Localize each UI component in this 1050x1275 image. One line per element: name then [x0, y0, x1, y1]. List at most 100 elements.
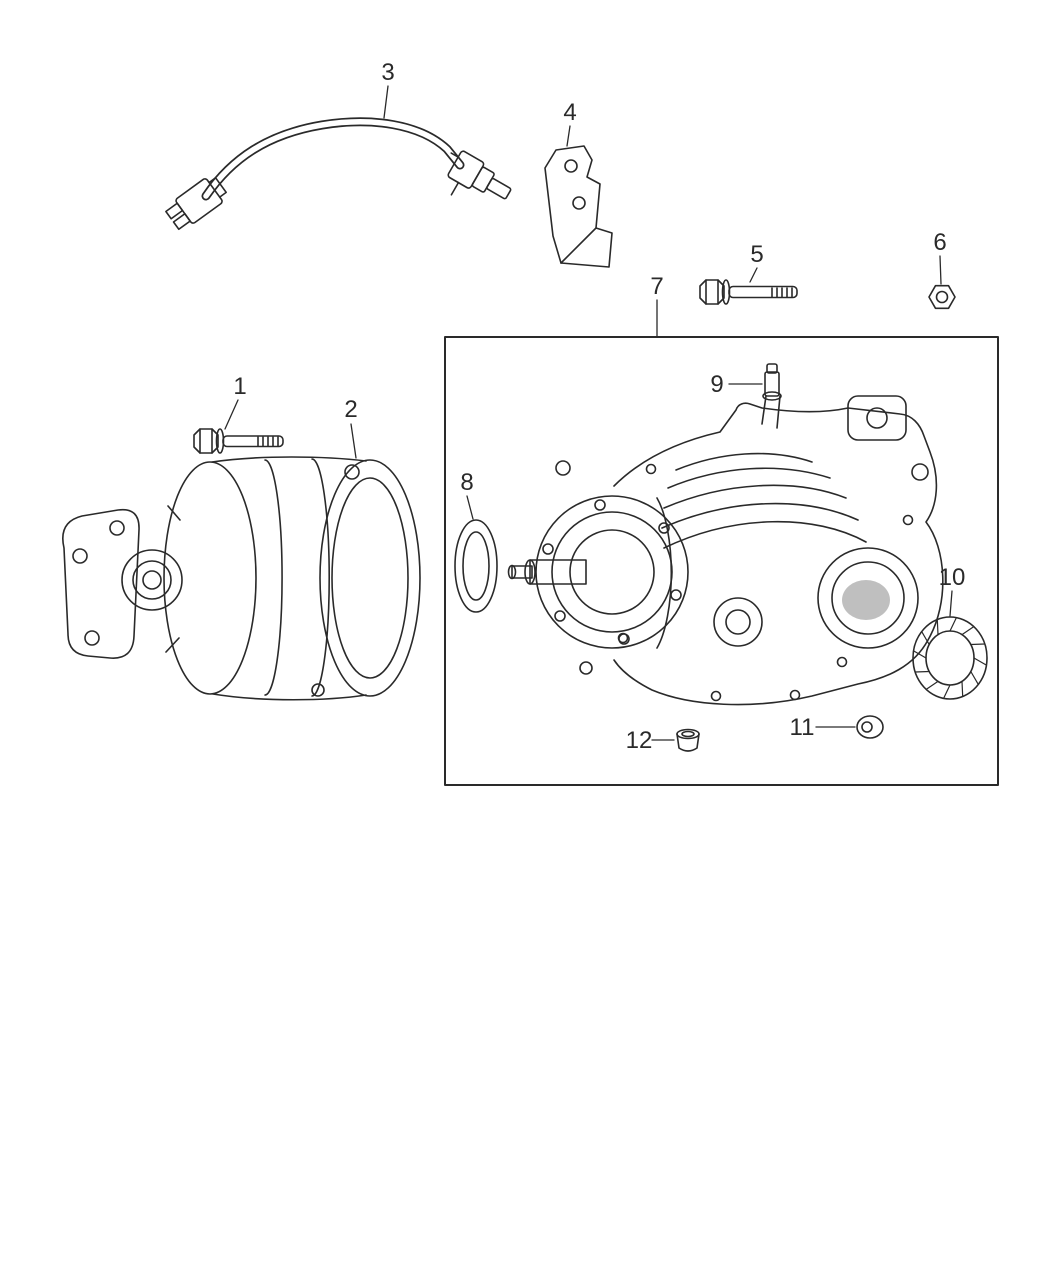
callout-labels: 1 2 3 4 5 6 7 8 9 10 11 12	[233, 59, 965, 754]
cover-bolt	[789, 689, 801, 701]
flange-bolt	[594, 499, 606, 511]
bolt-threads	[257, 436, 279, 447]
callout-12: 12	[626, 727, 653, 754]
coupling-body-top	[211, 456, 367, 463]
flange-ear-hole	[344, 464, 360, 480]
bolt-head	[193, 428, 219, 454]
flange-bolt	[554, 610, 566, 622]
housing-contour	[656, 497, 673, 649]
nut-bore	[935, 290, 949, 304]
mount-ear-hole	[911, 463, 929, 481]
harness-cable-inner	[203, 119, 463, 199]
bolt-head	[699, 279, 725, 305]
housing-rib	[663, 520, 867, 549]
vent-body	[764, 371, 780, 397]
bolt-shaft	[728, 285, 798, 299]
cover-bolt	[902, 514, 914, 526]
housing-silhouette	[613, 402, 944, 706]
housing-rib	[663, 484, 847, 509]
front-flange-ring	[551, 511, 673, 633]
seal-hatching	[913, 617, 987, 699]
callout-9: 9	[710, 371, 723, 398]
seal-outer	[912, 616, 988, 700]
seal-inner	[925, 630, 975, 686]
vent-cap	[766, 363, 778, 374]
mount-ear-hole	[866, 407, 888, 429]
bolt-shaft	[222, 435, 284, 448]
callout-10: 10	[939, 564, 966, 591]
callout-11: 11	[790, 714, 815, 741]
bracket-hole	[109, 520, 125, 536]
leader-6	[939, 255, 942, 285]
bracket-hole	[572, 196, 586, 210]
mounting-bracket	[544, 145, 613, 268]
gasket-seal	[454, 519, 498, 613]
coupling-assembly	[62, 456, 421, 701]
plug-body	[676, 733, 700, 752]
leader-2	[350, 423, 357, 459]
differential-assembly	[507, 395, 944, 706]
front-flange-outer	[535, 495, 689, 649]
housing-boss-center	[725, 609, 751, 635]
fill-plug	[676, 728, 700, 752]
diagram-linework	[62, 85, 999, 786]
output-bore-ring	[831, 561, 905, 635]
bracket-hole	[84, 630, 100, 646]
coupling-seam	[264, 459, 283, 696]
cover-bolt	[710, 690, 722, 702]
bolt-1	[193, 428, 284, 454]
callout-1: 1	[233, 373, 246, 400]
flange-ear-hole	[311, 683, 325, 697]
coupling-rear-flange	[319, 459, 421, 697]
housing-boss	[713, 597, 763, 647]
harness-connector	[165, 177, 227, 231]
gasket-inner	[462, 531, 490, 601]
bolt-5	[699, 279, 798, 305]
flange-bolt	[658, 522, 670, 534]
cover-bolt	[645, 463, 657, 475]
leader-4	[566, 125, 571, 147]
housing-rib	[661, 502, 859, 529]
shaft-tip-cap	[507, 564, 517, 580]
coupling-hub-center	[142, 570, 162, 590]
nut-hex	[928, 284, 956, 310]
leader-5	[749, 267, 758, 283]
flange-bolt	[670, 589, 682, 601]
bolt-head-facets	[199, 428, 213, 454]
shaft-tip	[511, 565, 533, 579]
coupling-seam	[311, 458, 331, 697]
output-bore-shadow	[842, 580, 890, 620]
mount-ear-hole	[579, 661, 593, 675]
flange-bolt	[542, 543, 554, 555]
assembly-box	[444, 336, 999, 786]
vent-stalk	[761, 395, 781, 429]
shaft-cap	[524, 559, 536, 585]
vent-base	[762, 391, 782, 401]
callout-3: 3	[381, 59, 394, 86]
bracket-hole	[564, 159, 578, 173]
coupling-bracket	[62, 508, 140, 659]
callout-8: 8	[460, 469, 473, 496]
leader-1	[224, 399, 239, 430]
cover-bolt	[617, 632, 629, 644]
bracket-fold-line	[560, 227, 597, 264]
coupling-hub-ring	[132, 560, 172, 600]
bracket-hole	[72, 548, 88, 564]
output-bore-outer	[817, 547, 919, 649]
bracket-outline	[544, 145, 613, 268]
coupling-body-bottom	[212, 693, 367, 701]
plug-recess	[861, 721, 873, 733]
coupling-hub	[121, 549, 183, 611]
coupling-front-face	[163, 461, 257, 695]
plug-outer	[856, 715, 884, 739]
housing-rib	[667, 467, 831, 489]
harness-sensor	[447, 150, 512, 200]
callout-2: 2	[344, 396, 357, 423]
gasket-outer	[454, 519, 498, 613]
bolt-head-facets	[705, 279, 719, 305]
callout-6: 6	[933, 229, 946, 256]
callout-7: 7	[650, 273, 663, 300]
front-flange-hub	[569, 529, 655, 615]
nut-6	[928, 284, 956, 310]
